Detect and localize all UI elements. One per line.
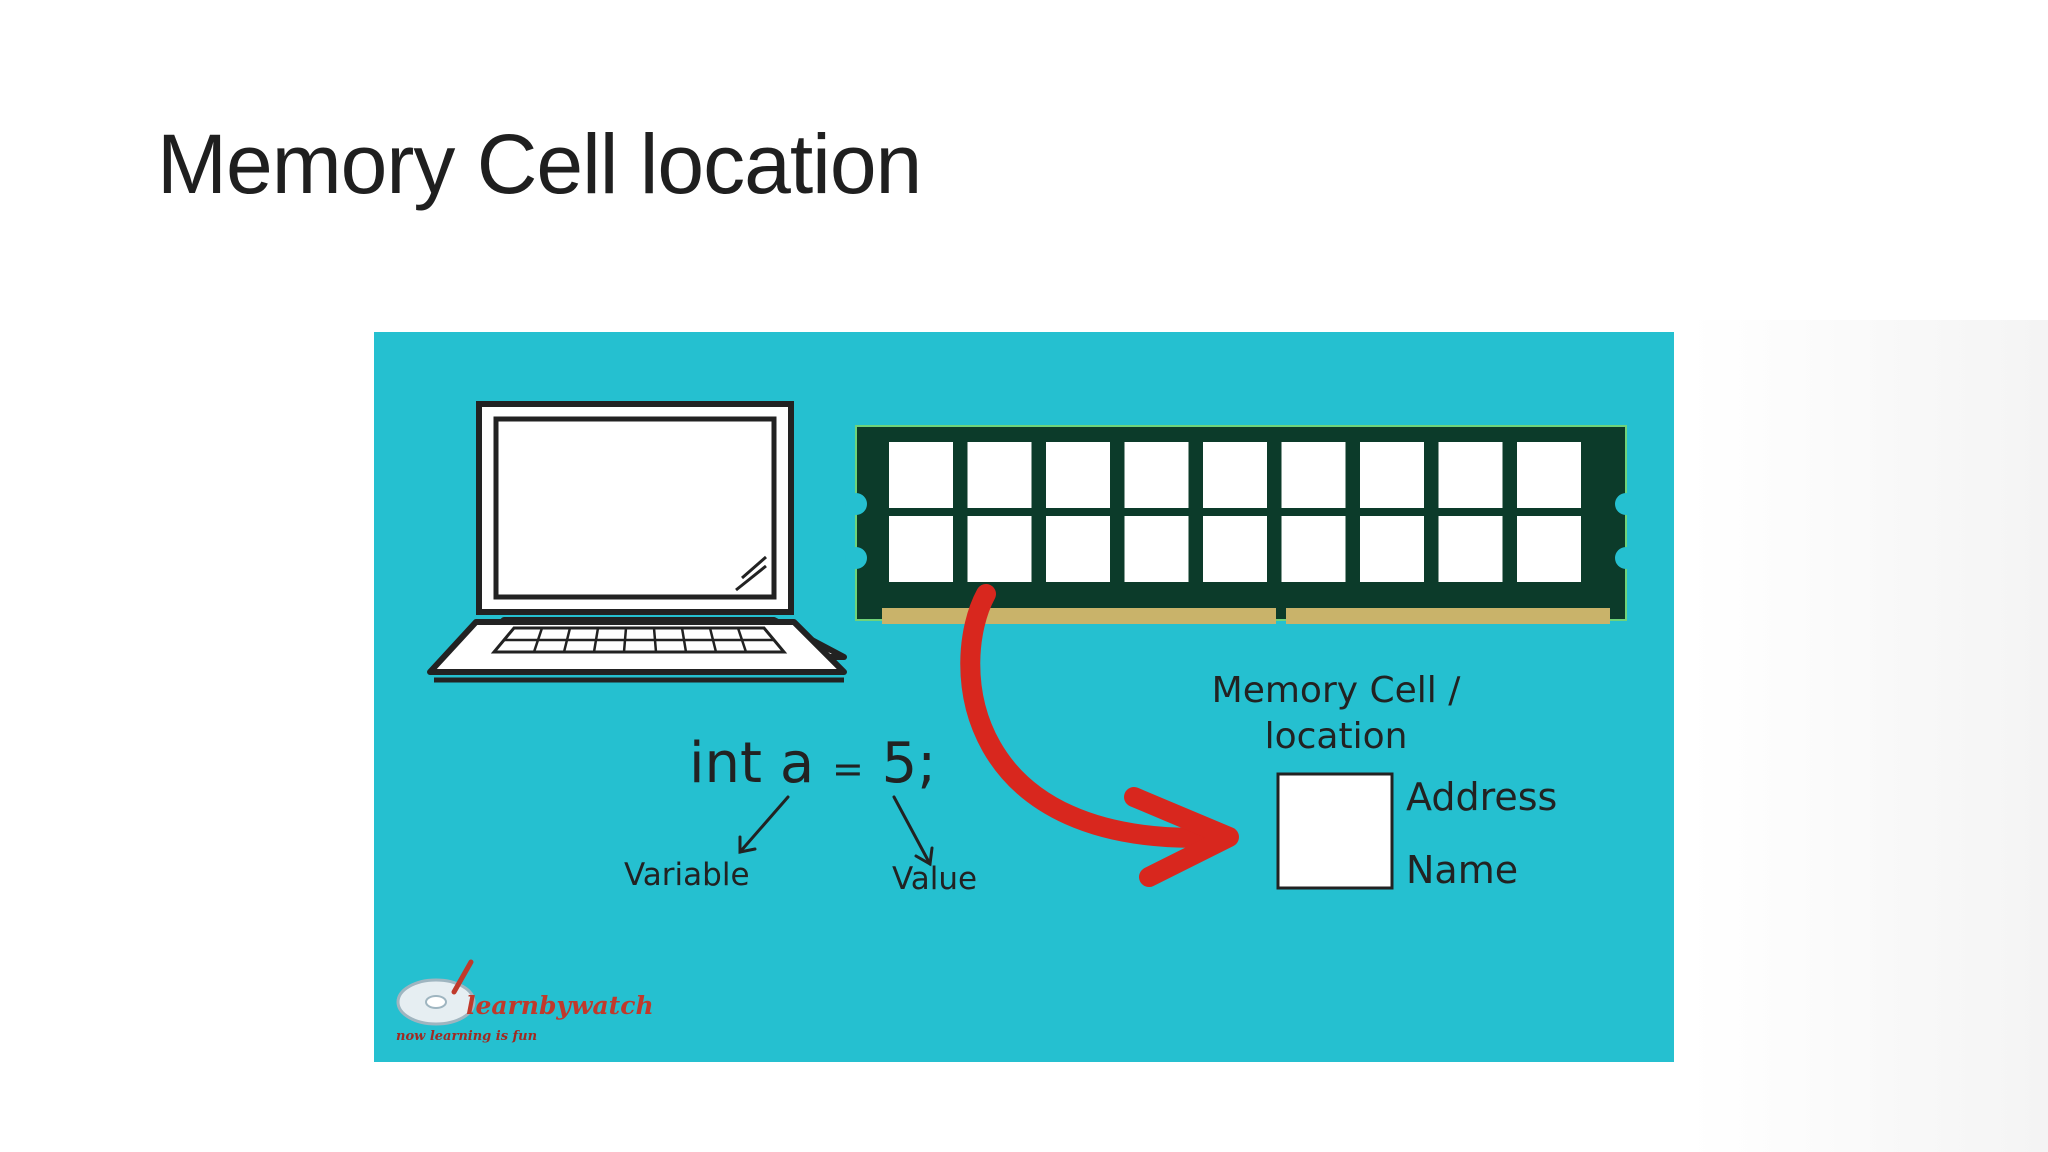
- ram-cell: [1281, 442, 1346, 508]
- svg-text:int a = 5;: int a = 5;: [689, 731, 936, 796]
- ram-module: [845, 425, 1637, 624]
- logo-wordmark: learnbywatch: [466, 991, 654, 1020]
- ram-cell: [1360, 516, 1424, 582]
- laptop-illustration: [427, 401, 847, 683]
- value-label: Value: [892, 861, 977, 897]
- ram-cell: [1124, 442, 1189, 508]
- code-variable: a: [780, 731, 814, 796]
- ram-cell: [967, 442, 1032, 508]
- address-label: Address: [1406, 775, 1557, 819]
- ram-notch: [1615, 493, 1637, 515]
- logo-tagline: now learning is fun: [396, 1029, 537, 1044]
- ram-cell: [1438, 516, 1503, 582]
- code-equals: =: [832, 747, 864, 791]
- ram-cell: [1124, 516, 1189, 582]
- ram-cells-grid: [845, 442, 1637, 582]
- ram-cell: [1046, 442, 1110, 508]
- slide-title: Memory Cell location: [157, 117, 922, 211]
- cell-title-line2: location: [1265, 716, 1408, 757]
- variable-label: Variable: [624, 857, 750, 893]
- memory-cell-figure: int a = 5; Variable Value Memory Cell / …: [374, 332, 1674, 1062]
- ram-cell: [967, 516, 1032, 582]
- code-value: 5;: [882, 731, 937, 796]
- red-arrow: [960, 584, 1239, 887]
- ram-notch: [845, 547, 867, 569]
- ram-cell: [1203, 442, 1267, 508]
- ram-cell: [1517, 516, 1581, 582]
- ram-cell: [1517, 442, 1581, 508]
- ram-cell: [1046, 516, 1110, 582]
- ram-cell: [1281, 516, 1346, 582]
- ram-cell: [1360, 442, 1424, 508]
- ram-cell: [1438, 442, 1503, 508]
- cell-title-line1: Memory Cell /: [1212, 670, 1462, 711]
- right-edge-shade: [1690, 320, 2048, 1152]
- name-label: Name: [1406, 848, 1518, 892]
- ram-cell: [889, 442, 953, 508]
- ram-notch: [1615, 547, 1637, 569]
- ram-cell: [889, 516, 953, 582]
- learnbywatch-logo: learnbywatch now learning is fun: [396, 959, 654, 1044]
- ram-notch: [845, 493, 867, 515]
- memory-cell-box: [1276, 772, 1394, 890]
- code-keyword: int: [689, 731, 762, 796]
- code-pointer-arrows: [738, 795, 934, 867]
- ram-cell: [1203, 516, 1267, 582]
